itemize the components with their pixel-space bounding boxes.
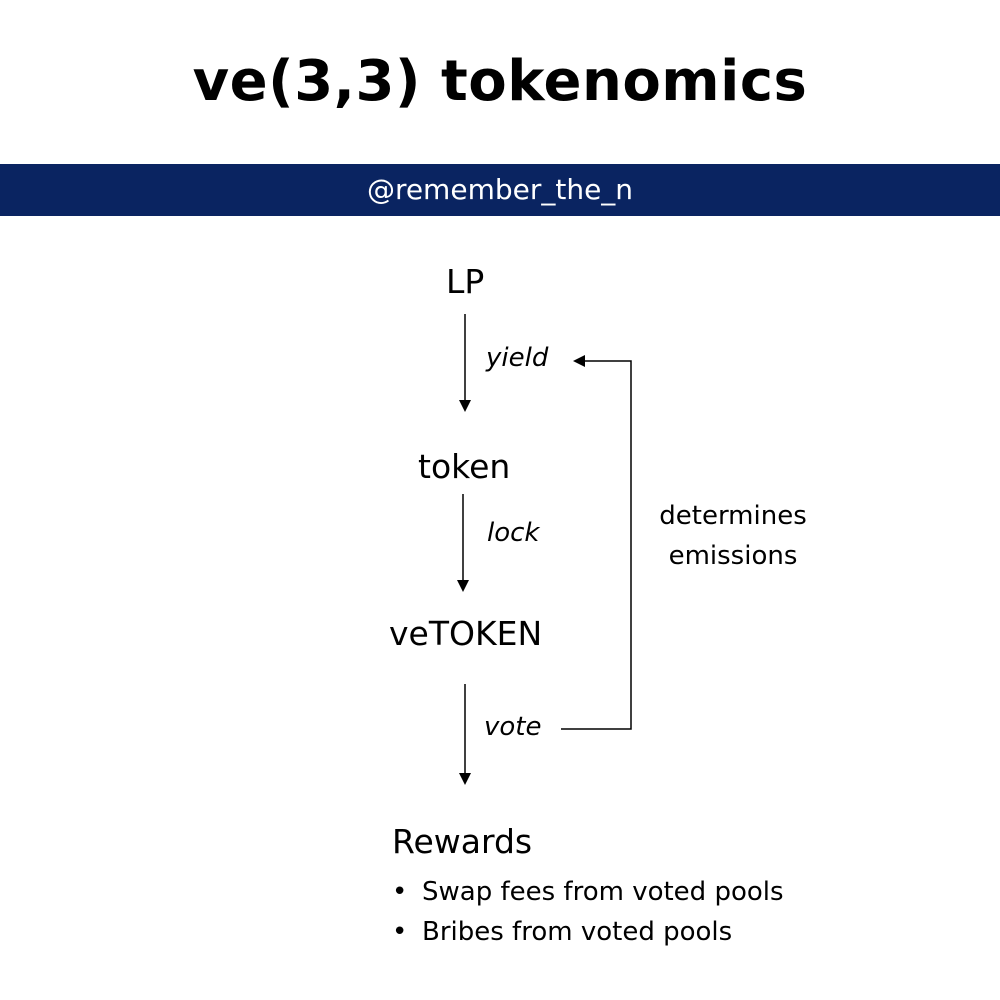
author-banner: @remember_the_n [0,164,1000,216]
bullet-icon: • [392,877,408,907]
rewards-item-text: Bribes from voted pools [422,917,733,947]
feedback-label-line2: emissions [668,541,798,571]
rewards-list: • Swap fees from voted pools • Bribes fr… [390,872,784,952]
bullet-icon: • [392,917,408,947]
edge-label-lock: lock [487,518,540,548]
rewards-item: • Swap fees from voted pools [390,872,784,912]
node-token: token [418,447,511,486]
vote-feedback-arrow [561,355,632,730]
rewards-title: Rewards [392,822,533,861]
edge-label-vote: vote [484,712,542,742]
feedback-label: determines emissions [640,496,826,576]
edge-label-yield: yield [486,343,549,373]
node-vetoken: veTOKEN [389,614,543,653]
rewards-item-text: Swap fees from voted pools [422,877,784,907]
feedback-label-line1: determines [659,501,807,531]
rewards-item: • Bribes from voted pools [390,912,784,952]
node-lp: LP [446,262,485,301]
page-title: ve(3,3) tokenomics [192,49,808,114]
author-handle: @remember_the_n [366,173,634,206]
